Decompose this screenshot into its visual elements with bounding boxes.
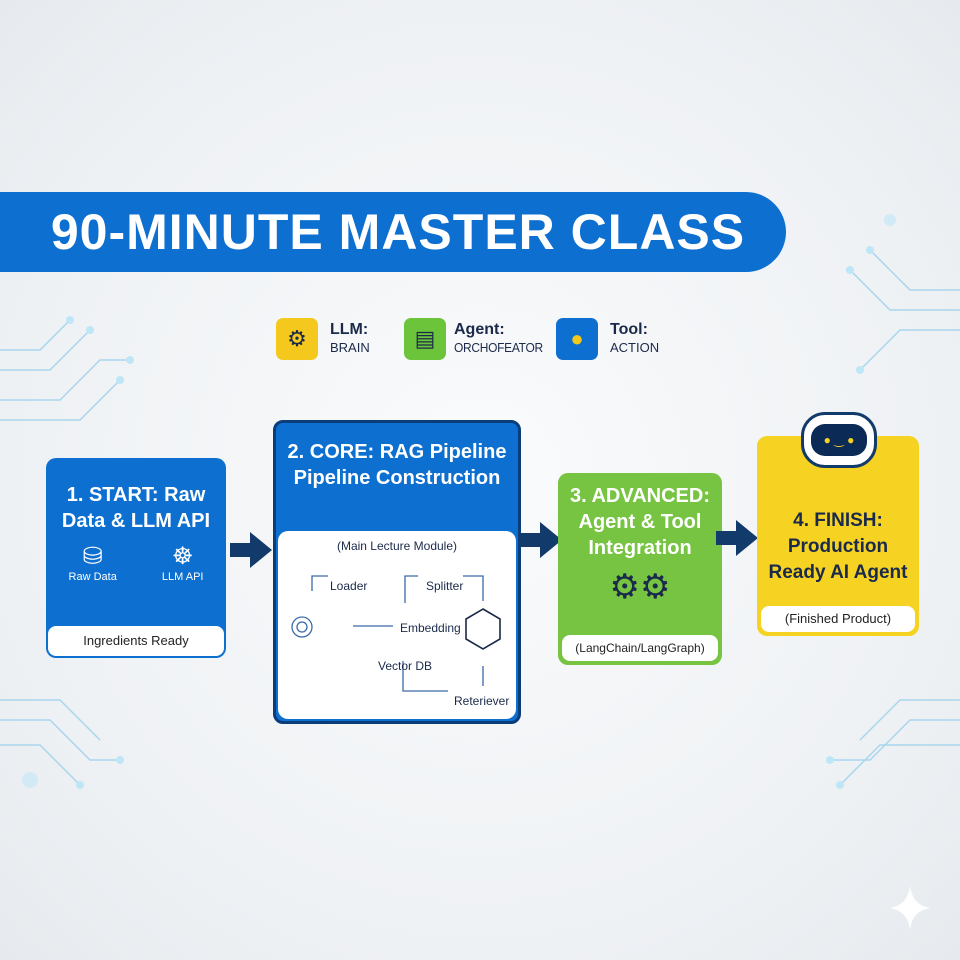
vector-hexagon-icon	[465, 608, 501, 650]
step-title: 1. START: Raw Data & LLM API	[61, 484, 211, 532]
step-subtitle: (Main Lecture Module)	[336, 539, 458, 553]
tool-icon: ●	[556, 318, 598, 360]
page-title: 90-MINUTE MASTER CLASS	[50, 204, 746, 260]
arrow-icon	[520, 522, 562, 558]
raw-data-label: Raw Data	[68, 571, 117, 583]
step-title: 4. FINISH: Production Ready AI Agent	[768, 510, 908, 583]
orchestrator-icon: ▤	[404, 318, 446, 360]
gears-icon: ⚙⚙	[609, 568, 671, 606]
node-vector-db: Vector DB	[378, 659, 433, 673]
step-finish-card: ● ‿ ● 4. FINISH: Production Ready AI Age…	[757, 412, 919, 636]
llm-api-label: LLM API	[161, 571, 204, 583]
legend-agent: ▤ Agent: ORCHOFEATOR	[404, 318, 551, 360]
node-splitter: Splitter	[426, 579, 464, 593]
arrow-icon	[716, 520, 758, 556]
legend-title: Tool:	[610, 321, 648, 338]
step-footer: (LangChain/LangGraph)	[562, 635, 718, 661]
robot-icon: ● ‿ ●	[801, 412, 877, 468]
legend-title: LLM:	[330, 321, 369, 338]
node-loader: Loader	[330, 579, 368, 593]
rag-pipeline-diagram: (Main Lecture Module) Loader Splitter Em…	[278, 531, 516, 719]
legend-llm: ⚙ LLM: BRAIN	[276, 318, 370, 360]
legend-subtitle: ORCHOFEATOR	[454, 340, 543, 355]
node-retriever: Reteriever	[454, 694, 510, 708]
arrow-icon	[230, 532, 272, 568]
legend-title: Agent:	[454, 321, 505, 338]
brain-icon: ⚙	[276, 318, 318, 360]
database-icon: ⛁	[82, 543, 103, 570]
step-footer: Ingredients Ready	[48, 626, 224, 656]
pipeline-arrows	[291, 575, 501, 692]
brain-icon: ☸	[171, 543, 194, 570]
legend-tool: ● Tool: ACTION	[556, 318, 659, 360]
sparkle-icon	[890, 885, 930, 930]
node-embedding: Embedding	[400, 621, 461, 635]
step-advanced-card: 3. ADVANCED: Agent & Tool Integration ⚙⚙…	[558, 473, 722, 665]
title-banner: 90-MINUTE MASTER CLASS	[0, 192, 786, 272]
legend-subtitle: BRAIN	[330, 340, 370, 355]
step-start-card: 1. START: Raw Data & LLM API ⛁Raw Data ☸…	[46, 458, 226, 658]
step-footer: (Finished Product)	[761, 606, 915, 632]
step-title: 2. CORE: RAG Pipeline Pipeline Construct…	[287, 441, 507, 489]
step-title: 3. ADVANCED: Agent & Tool Integration	[569, 485, 710, 559]
legend-subtitle: ACTION	[610, 340, 660, 355]
step-core-card: 2. CORE: RAG Pipeline Pipeline Construct…	[273, 420, 521, 724]
